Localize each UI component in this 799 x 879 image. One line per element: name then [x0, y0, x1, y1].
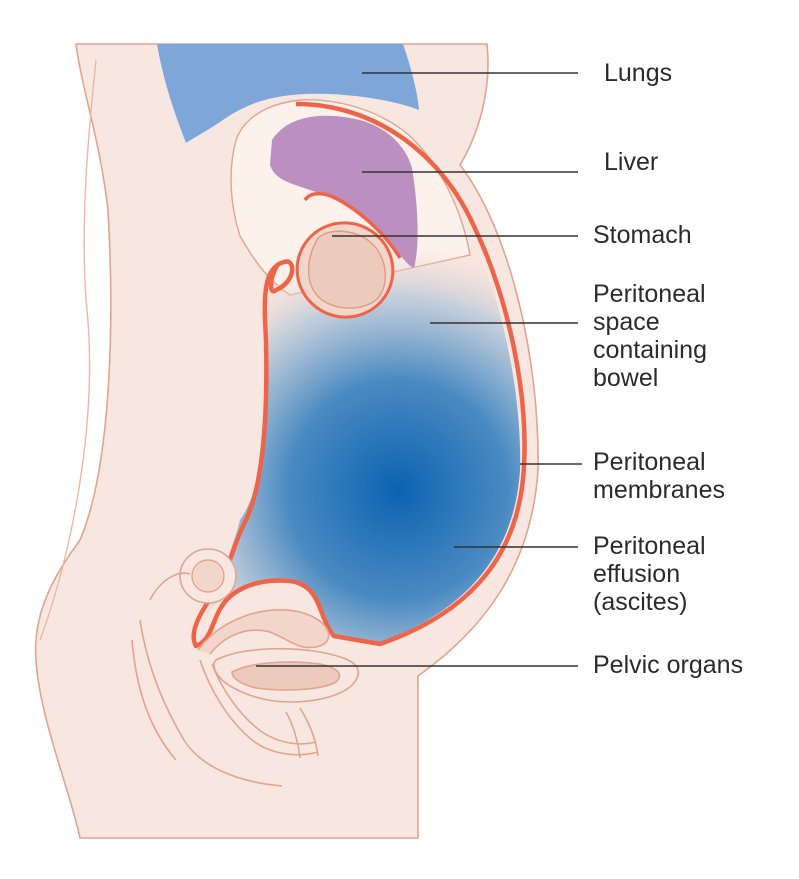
label-lungs: Lungs	[604, 59, 673, 87]
stomach	[295, 221, 395, 319]
bowel-loop	[179, 548, 237, 604]
liver	[270, 115, 418, 268]
label-peritoneal-space: Peritoneal space containing bowel	[593, 280, 707, 392]
peritoneal-membrane	[191, 101, 527, 649]
liver-membrane-loop	[303, 191, 402, 259]
peritoneal-effusion	[196, 108, 521, 642]
label-stomach: Stomach	[593, 221, 692, 249]
spine-outline	[39, 59, 97, 641]
label-pelvic-organs: Pelvic organs	[593, 651, 744, 679]
label-liver: Liver	[604, 148, 659, 176]
lungs	[157, 44, 419, 143]
pelvic-organs	[131, 572, 360, 787]
label-peritoneal-membranes: Peritoneal membranes	[593, 448, 725, 504]
label-peritoneal-effusion: Peritoneal effusion (ascites)	[593, 532, 706, 616]
